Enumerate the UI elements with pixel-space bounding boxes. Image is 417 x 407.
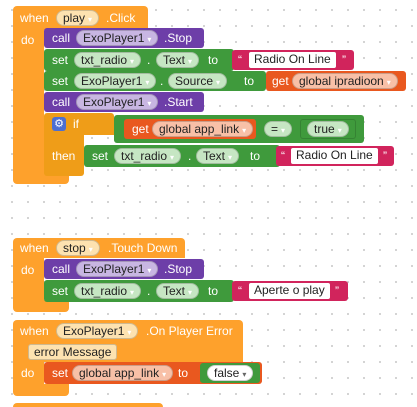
text-value[interactable]: Radio On Line bbox=[291, 148, 378, 164]
quote-open: “ bbox=[281, 149, 285, 163]
chevron-down-icon: ▾ bbox=[147, 266, 152, 275]
get-label: get bbox=[272, 74, 289, 88]
component-dropdown-txt-radio[interactable]: txt_radio▾ bbox=[74, 52, 142, 68]
chevron-down-icon: ▾ bbox=[127, 328, 132, 337]
property-dropdown-text[interactable]: Text▾ bbox=[156, 283, 200, 299]
boolean-dropdown-true[interactable]: true▾ bbox=[307, 121, 349, 137]
event-name: .Click bbox=[106, 11, 136, 25]
chevron-down-icon: ▾ bbox=[242, 370, 247, 379]
variable-dropdown-ipradioon[interactable]: global ipradioon▾ bbox=[292, 73, 398, 89]
chevron-down-icon: ▾ bbox=[130, 288, 135, 297]
operator-dropdown[interactable]: =▾ bbox=[264, 121, 293, 137]
component-dropdown-play[interactable]: play▾ bbox=[56, 10, 100, 26]
set-label: set bbox=[52, 53, 69, 67]
chevron-down-icon: ▾ bbox=[88, 245, 93, 254]
event-name: .Touch Down bbox=[108, 241, 178, 255]
quote-close: ” bbox=[383, 149, 387, 163]
text-value[interactable]: Aperte o play bbox=[249, 283, 330, 299]
method-name: .Stop bbox=[164, 31, 193, 45]
component-dropdown-exoplayer[interactable]: ExoPlayer1▾ bbox=[76, 30, 159, 46]
chevron-down-icon: ▾ bbox=[242, 126, 247, 135]
to-label: to bbox=[244, 74, 255, 88]
if-block-foot bbox=[44, 162, 84, 176]
if-label: if bbox=[73, 117, 79, 131]
component-dropdown-stop[interactable]: stop▾ bbox=[56, 240, 100, 256]
quote-close: ” bbox=[335, 284, 339, 298]
quote-open: “ bbox=[238, 284, 242, 298]
component-dropdown-exoplayer[interactable]: ExoPlayer1▾ bbox=[76, 261, 159, 277]
event-block-stop-spine bbox=[13, 258, 44, 304]
chevron-down-icon: ▾ bbox=[162, 370, 167, 379]
quote-close: ” bbox=[342, 53, 346, 67]
chevron-down-icon: ▾ bbox=[337, 126, 342, 135]
gear-icon[interactable]: ⚙ bbox=[52, 117, 66, 131]
component-dropdown-txt-radio[interactable]: txt_radio▾ bbox=[74, 283, 142, 299]
event-block-partial[interactable] bbox=[13, 403, 163, 407]
component-dropdown-exoplayer[interactable]: ExoPlayer1▾ bbox=[74, 73, 157, 89]
event-block-stop-foot bbox=[13, 300, 69, 312]
to-label: to bbox=[250, 149, 261, 163]
parameter-error-message[interactable]: error Message bbox=[28, 344, 118, 360]
variable-dropdown-app-link[interactable]: global app_link▾ bbox=[152, 121, 254, 137]
to-label: to bbox=[208, 284, 219, 298]
set-label: set bbox=[92, 149, 109, 163]
to-label: to bbox=[208, 53, 219, 67]
do-label: do bbox=[21, 263, 35, 277]
component-dropdown-txt-radio[interactable]: txt_radio▾ bbox=[114, 148, 182, 164]
when-label: when bbox=[20, 241, 49, 255]
dot-label: . bbox=[188, 149, 192, 163]
dot-label: . bbox=[147, 284, 151, 298]
quote-open: “ bbox=[238, 53, 242, 67]
do-label: do bbox=[21, 33, 35, 47]
chevron-down-icon: ▾ bbox=[386, 78, 391, 87]
dot-label: . bbox=[147, 53, 151, 67]
set-label: set bbox=[52, 284, 69, 298]
method-name: .Start bbox=[164, 95, 193, 109]
method-name: .Stop bbox=[164, 262, 193, 276]
call-label: call bbox=[52, 31, 71, 45]
chevron-down-icon: ▾ bbox=[130, 57, 135, 66]
set-label: set bbox=[52, 74, 69, 88]
chevron-down-icon: ▾ bbox=[228, 153, 233, 162]
chevron-down-icon: ▾ bbox=[170, 153, 175, 162]
text-value[interactable]: Radio On Line bbox=[249, 52, 336, 68]
chevron-down-icon: ▾ bbox=[147, 99, 152, 108]
chevron-down-icon: ▾ bbox=[281, 126, 286, 135]
call-label: call bbox=[52, 262, 71, 276]
chevron-down-icon: ▾ bbox=[88, 15, 93, 24]
set-label: set bbox=[52, 366, 69, 380]
variable-dropdown-app-link[interactable]: global app_link▾ bbox=[72, 365, 174, 381]
property-dropdown-text[interactable]: Text▾ bbox=[196, 148, 240, 164]
do-label: do bbox=[21, 366, 35, 380]
property-dropdown-source[interactable]: Source▾ bbox=[168, 73, 228, 89]
component-dropdown-exoplayer[interactable]: ExoPlayer1▾ bbox=[76, 94, 159, 110]
event-block-play-click-spine bbox=[13, 30, 44, 178]
to-label: to bbox=[178, 366, 189, 380]
chevron-down-icon: ▾ bbox=[147, 35, 152, 44]
then-label: then bbox=[52, 149, 76, 163]
call-label: call bbox=[52, 95, 71, 109]
event-name: .On Player Error bbox=[146, 324, 233, 338]
property-dropdown-text[interactable]: Text▾ bbox=[156, 52, 200, 68]
when-label: when bbox=[20, 324, 49, 338]
chevron-down-icon: ▾ bbox=[145, 78, 150, 87]
chevron-down-icon: ▾ bbox=[216, 78, 221, 87]
boolean-dropdown-false[interactable]: false▾ bbox=[207, 365, 254, 381]
chevron-down-icon: ▾ bbox=[188, 288, 193, 297]
when-label: when bbox=[20, 11, 49, 25]
get-label: get bbox=[132, 122, 149, 136]
component-dropdown-exoplayer[interactable]: ExoPlayer1▾ bbox=[56, 323, 139, 339]
event-block-error-foot bbox=[13, 384, 69, 396]
chevron-down-icon: ▾ bbox=[188, 57, 193, 66]
dot-label: . bbox=[160, 74, 164, 88]
